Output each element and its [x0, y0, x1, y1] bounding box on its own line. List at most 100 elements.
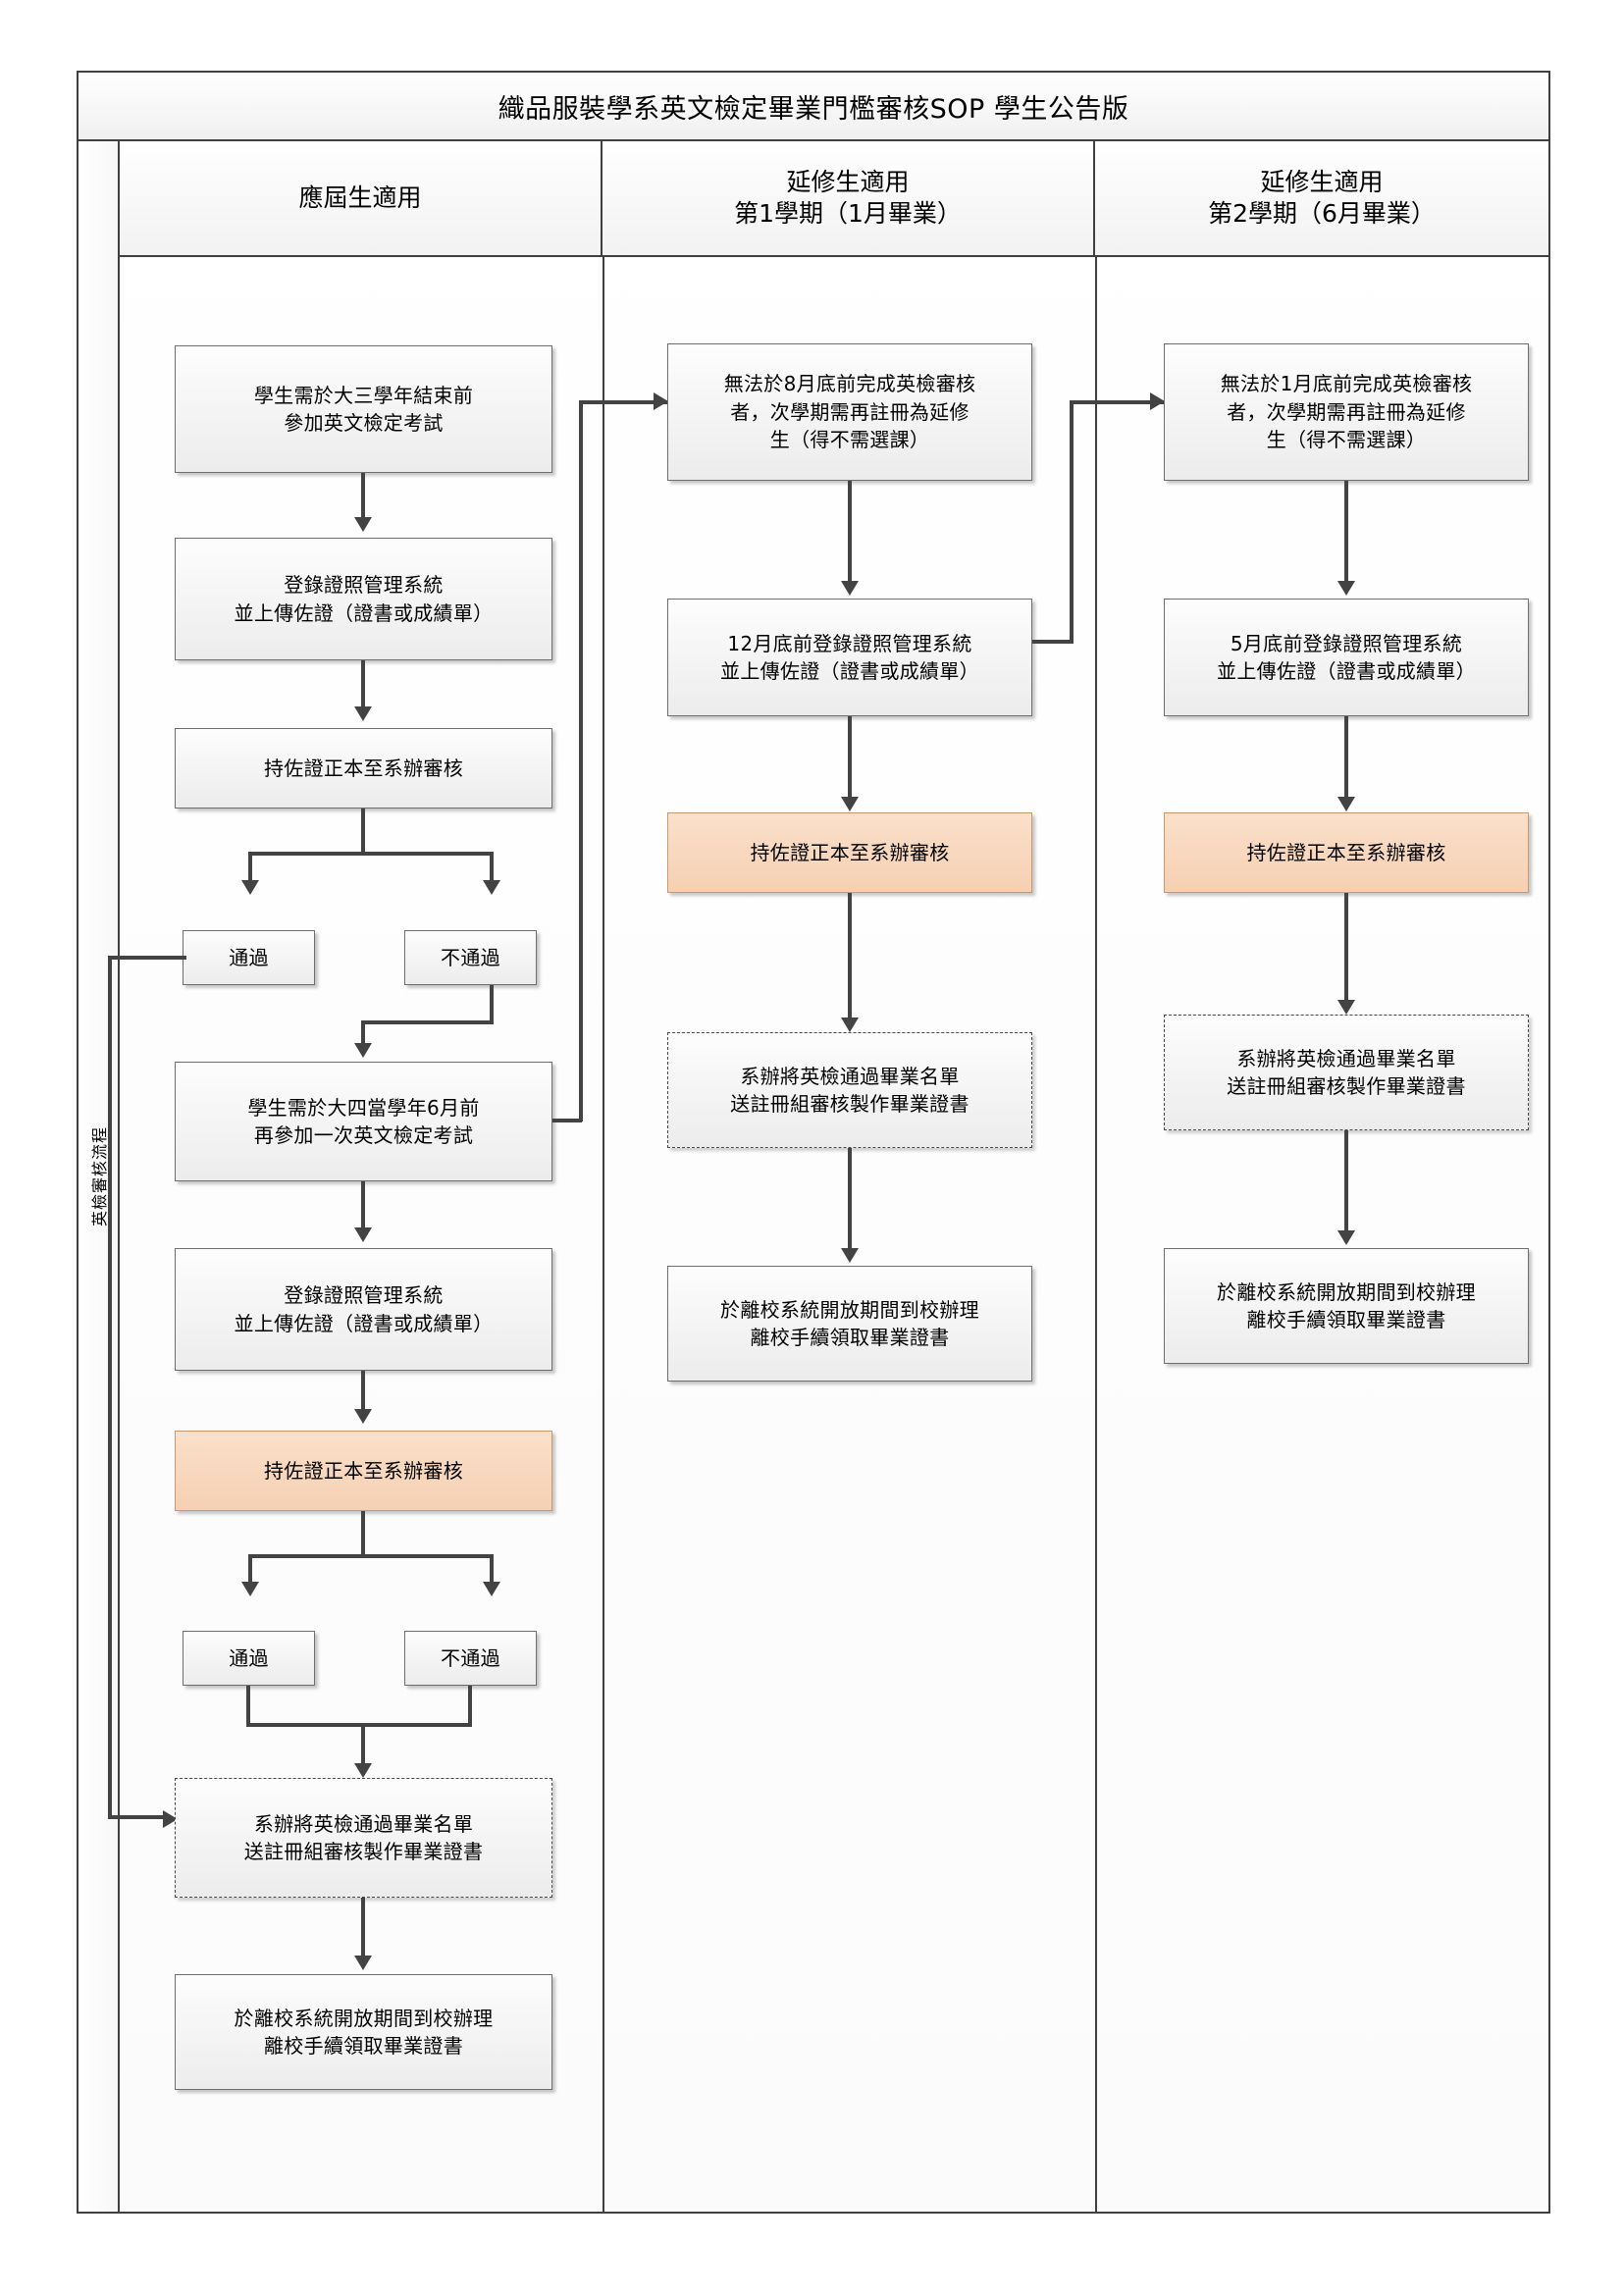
col1-connector-8l	[246, 1686, 250, 1727]
col1-node-pass-1-label: 通過	[229, 945, 269, 969]
col2-node-reenroll: 無法於8月底前完成英檢審核 者，次學期需再註冊為延修 生（得不需選課）	[667, 343, 1032, 481]
col2-node-reenroll-line3: 生（得不需選課）	[769, 428, 930, 452]
cross-arrow-2-h-bottom	[1032, 640, 1074, 644]
col3-arrow-1	[1337, 581, 1355, 596]
col3-node-checkout-line1: 於離校系統開放期間到校辦理	[1217, 1279, 1476, 1304]
col1-node-review-1-line1: 持佐證正本至系辦審核	[264, 756, 463, 780]
cross-arrow-1-h-bottom	[552, 1119, 582, 1122]
col2-node-upload: 12月底前登錄證照管理系統 並上傳佐證（證書或成績單）	[667, 599, 1032, 716]
col1-node-checkout-line2: 離校手續領取畢業證書	[264, 2034, 463, 2058]
col1-pass-1-h	[108, 956, 186, 960]
col3-node-checkout: 於離校系統開放期間到校辦理 離校手續領取畢業證書	[1164, 1248, 1529, 1364]
col1-arrow-6	[354, 1409, 372, 1424]
col3-node-registry-line2: 送註冊組審核製作畢業證書	[1227, 1074, 1466, 1098]
col1-pass-1-v	[108, 956, 112, 1819]
col1-arrow-1	[354, 517, 372, 532]
col2-node-reenroll-line2: 者，次學期需再註冊為延修	[730, 399, 969, 424]
col3-connector-2	[1344, 716, 1348, 800]
col1-node-registry-line2: 送註冊組審核製作畢業證書	[243, 1840, 484, 1863]
col3-connector-4	[1344, 1130, 1348, 1233]
col1-node-exam-senior-line2: 再參加一次英文檢定考試	[253, 1123, 474, 1147]
col1-connector-4h	[361, 1020, 494, 1024]
col1-connector-8r	[468, 1686, 472, 1727]
col3-node-registry-line1: 系辦將英檢通過畢業名單	[1236, 1046, 1456, 1070]
col1-node-fail-2-label: 不通過	[441, 1645, 500, 1670]
col3-connector-3	[1344, 893, 1348, 1003]
col2-node-checkout-line2: 離校手續領取畢業證書	[750, 1326, 950, 1349]
col1-connector-4	[490, 985, 494, 1024]
col1-node-registry-line1: 系辦將英檢通過畢業名單	[253, 1811, 474, 1836]
col1-node-fail-1: 不通過	[404, 930, 537, 985]
col1-node-upload-2-line2: 並上傳佐證（證書或成績單）	[234, 1311, 494, 1335]
col3-arrow-3	[1337, 1000, 1355, 1015]
col2-node-registry-line2: 送註冊組審核製作畢業證書	[730, 1092, 969, 1116]
col1-pass-1-h2	[108, 1815, 167, 1819]
col1-connector-7h	[248, 1554, 494, 1558]
col2-connector-2	[848, 716, 852, 800]
col3-node-review-line1: 持佐證正本至系辦審核	[1246, 840, 1446, 864]
col1-arrow-7r	[483, 1582, 500, 1596]
col1-node-fail-2: 不通過	[404, 1631, 537, 1686]
cross-arrow-1-v	[579, 400, 583, 1122]
col1-node-checkout-line1: 於離校系統開放期間到校辦理	[234, 2006, 494, 2030]
col2-node-review: 持佐證正本至系辦審核	[667, 812, 1032, 893]
col3-connector-1	[1344, 481, 1348, 584]
col1-node-review-1: 持佐證正本至系辦審核	[175, 728, 552, 809]
col1-node-exam-junior-line1: 學生需於大三學年結束前	[253, 383, 474, 407]
col1-connector-7l	[248, 1554, 252, 1586]
col3-arrow-2	[1337, 797, 1355, 811]
col1-connector-2	[361, 660, 365, 709]
col2-node-registry: 系辦將英檢通過畢業名單 送註冊組審核製作畢業證書	[667, 1032, 1032, 1148]
column-divider-2	[1095, 257, 1097, 2212]
swimlane-label-strip: 英檢審核流程	[79, 141, 120, 2212]
col1-node-pass-2-label: 通過	[229, 1645, 269, 1670]
col1-arrow-2	[354, 706, 372, 721]
col1-node-pass-1: 通過	[183, 930, 315, 985]
col1-node-review-2: 持佐證正本至系辦審核	[175, 1431, 552, 1511]
col3-node-checkout-line2: 離校手續領取畢業證書	[1246, 1308, 1446, 1331]
col1-connector-7	[361, 1511, 365, 1558]
col3-node-reenroll-line1: 無法於1月底前完成英檢審核	[1220, 372, 1473, 396]
col1-connector-3	[361, 809, 365, 854]
cross-arrow-1-head	[654, 392, 668, 410]
cross-arrow-2-h-top	[1070, 400, 1164, 404]
column-header-extended-sem1-line2: 第1學期（1月畢業）	[734, 199, 962, 228]
col3-node-review: 持佐證正本至系辦審核	[1164, 812, 1529, 893]
col1-node-upload-2: 登錄證照管理系統 並上傳佐證（證書或成績單）	[175, 1248, 552, 1371]
col1-node-registry: 系辦將英檢通過畢業名單 送註冊組審核製作畢業證書	[175, 1778, 552, 1898]
col2-node-review-line1: 持佐證正本至系辦審核	[750, 840, 950, 864]
col1-node-exam-junior-line2: 參加英文檢定考試	[284, 411, 444, 435]
col1-node-review-2-line1: 持佐證正本至系辦審核	[264, 1458, 463, 1483]
col1-arrow-7l	[241, 1582, 259, 1596]
col3-node-reenroll-line2: 者，次學期需再註冊為延修	[1227, 399, 1466, 424]
col2-arrow-4	[841, 1248, 859, 1263]
cross-arrow-1-h-top	[579, 400, 667, 404]
col1-connector-3l	[248, 852, 252, 883]
col1-arrow-8	[354, 1763, 372, 1778]
col2-node-upload-line2: 並上傳佐證（證書或成績單）	[720, 659, 979, 683]
col2-node-registry-line1: 系辦將英檢通過畢業名單	[740, 1064, 960, 1088]
col2-node-reenroll-line1: 無法於8月底前完成英檢審核	[723, 372, 976, 396]
col1-connector-8v	[361, 1723, 365, 1766]
col1-node-upload-1: 登錄證照管理系統 並上傳佐證（證書或成績單）	[175, 538, 552, 660]
column-header-extended-sem2-line2: 第2學期（6月畢業）	[1208, 199, 1436, 228]
col1-pass-1-arrow	[163, 1810, 178, 1828]
col2-node-upload-line1: 12月底前登錄證照管理系統	[727, 631, 972, 655]
col1-node-upload-1-line2: 並上傳佐證（證書或成績單）	[234, 600, 494, 625]
col3-node-upload-line2: 並上傳佐證（證書或成績單）	[1217, 659, 1476, 683]
column-header-current-line1: 應屆生適用	[298, 183, 422, 212]
col1-node-upload-1-line1: 登錄證照管理系統	[284, 573, 444, 598]
col1-connector-1	[361, 473, 365, 520]
column-header-extended-sem1-line1: 延修生適用	[786, 168, 910, 196]
diagram-title-bar: 織品服裝學系英文檢定畢業門檻審核SOP 學生公告版	[77, 71, 1550, 141]
col1-arrow-5	[354, 1227, 372, 1242]
col1-arrow-4	[354, 1043, 372, 1058]
cross-arrow-2-v	[1070, 400, 1074, 644]
col1-connector-3h	[248, 852, 494, 856]
col3-node-reenroll-line3: 生（得不需選課）	[1266, 428, 1427, 452]
column-header-current: 應屆生適用	[120, 141, 602, 257]
col1-arrow-3l	[241, 880, 259, 895]
col2-arrow-1	[841, 581, 859, 596]
col1-node-exam-senior-line1: 學生需於大四當學年6月前	[247, 1095, 480, 1120]
column-divider-1	[602, 257, 604, 2212]
